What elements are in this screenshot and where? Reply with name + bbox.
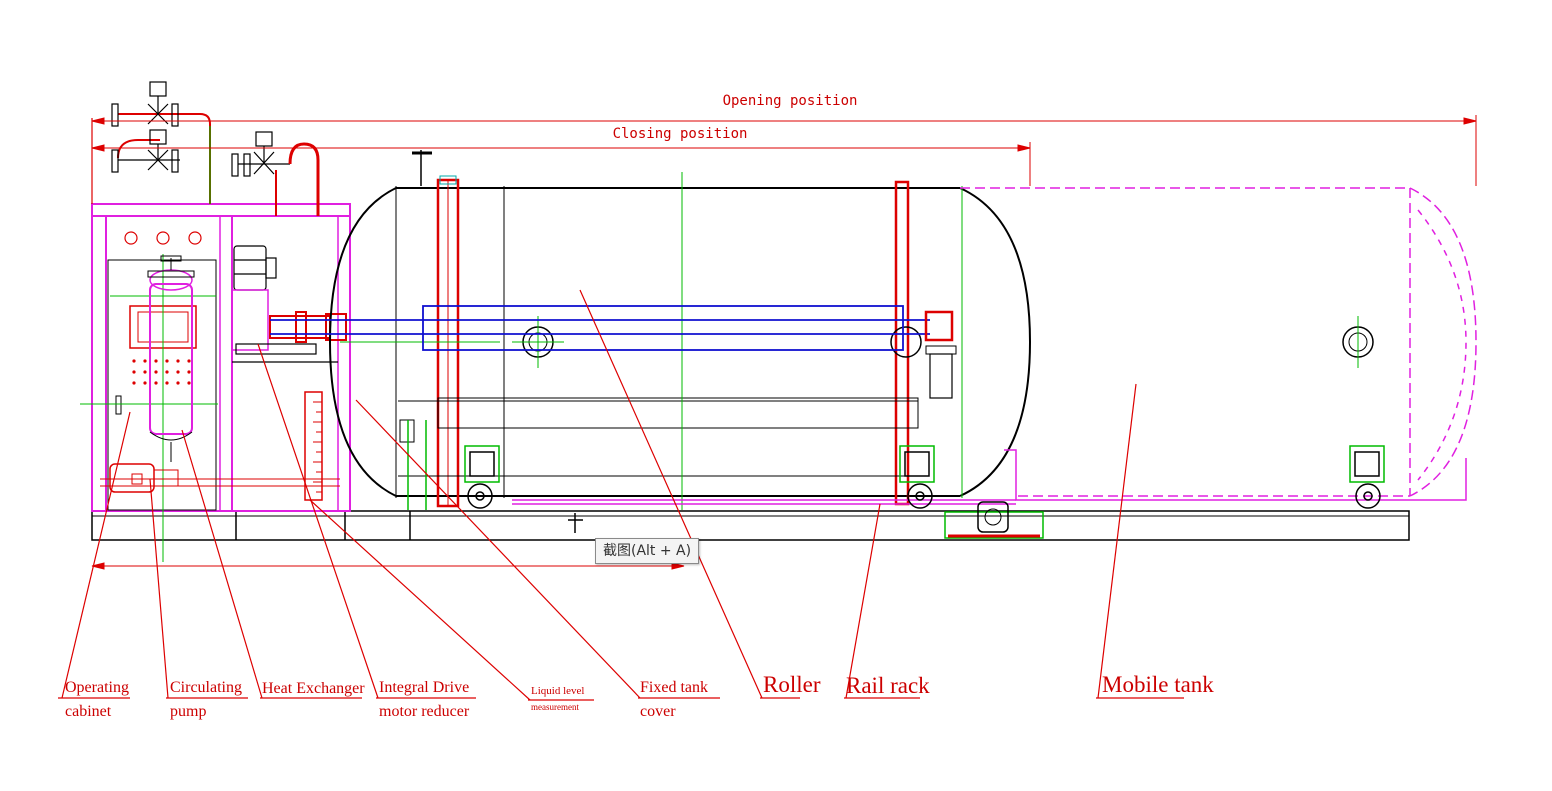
liquid-level-gauge: [304, 391, 323, 501]
callout-labels: Operating cabinet Circulating pump Heat …: [65, 672, 1214, 720]
top-valves: [91, 81, 320, 216]
operating-cabinet: [80, 203, 351, 562]
mobile-tank: [512, 186, 1032, 498]
fixed-tank: [328, 150, 960, 510]
label-operating-cabinet-1: Operating: [65, 679, 129, 696]
label-operating-cabinet-2: cabinet: [65, 703, 112, 720]
opening-position-label: Opening position: [723, 93, 858, 109]
leader-lines: [58, 289, 1184, 701]
label-fixed-cover-1: Fixed tank: [640, 679, 708, 696]
drive-shaft: [270, 305, 957, 399]
label-circulating-pump-2: pump: [170, 703, 206, 720]
rollers: [464, 445, 1385, 509]
base-rail: [91, 510, 1410, 541]
drive-motor: [231, 245, 347, 363]
label-roller: Roller: [763, 672, 821, 697]
closing-position-label: Closing position: [613, 126, 748, 142]
label-circulating-pump-1: Circulating: [170, 679, 242, 696]
label-rail-rack: Rail rack: [846, 673, 930, 698]
mobile-manhole: [1342, 316, 1374, 368]
label-fixed-cover-2: cover: [640, 703, 676, 720]
label-mobile-tank: Mobile tank: [1102, 672, 1214, 697]
mobile-tank-open: [960, 187, 1477, 497]
label-liquid-level-2: measurement: [531, 702, 579, 712]
dimension-lines: [91, 115, 1477, 570]
label-drive-motor-2: motor reducer: [379, 703, 470, 720]
rail-rack-drive: [944, 501, 1044, 539]
label-heat-exchanger: Heat Exchanger: [262, 680, 365, 697]
heat-exchanger: [147, 255, 195, 462]
circulating-pump: [100, 463, 340, 493]
label-liquid-level-1: Liquid level: [531, 685, 584, 697]
label-drive-motor-1: Integral Drive: [379, 679, 469, 696]
screenshot-tooltip: 截图(Alt + A): [595, 538, 700, 564]
